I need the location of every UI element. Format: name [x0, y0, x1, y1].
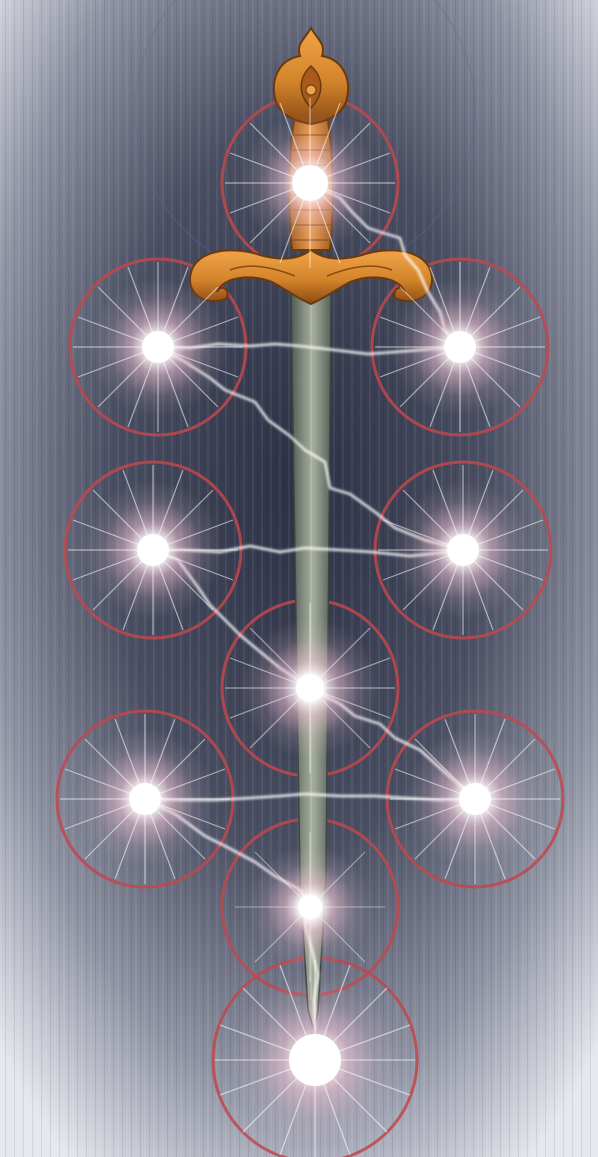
- light-orb-icon: [235, 832, 385, 982]
- light-orb-icon: [225, 98, 395, 268]
- sword-crossguard: [190, 250, 432, 304]
- light-orb-icon: [225, 603, 395, 773]
- light-orb-icon: [68, 465, 238, 635]
- light-orb-icon: [60, 714, 230, 884]
- light-orb-icon: [378, 465, 548, 635]
- light-orb-icon: [73, 262, 243, 432]
- light-orb-icon: [375, 262, 545, 432]
- light-orb-icon: [390, 714, 560, 884]
